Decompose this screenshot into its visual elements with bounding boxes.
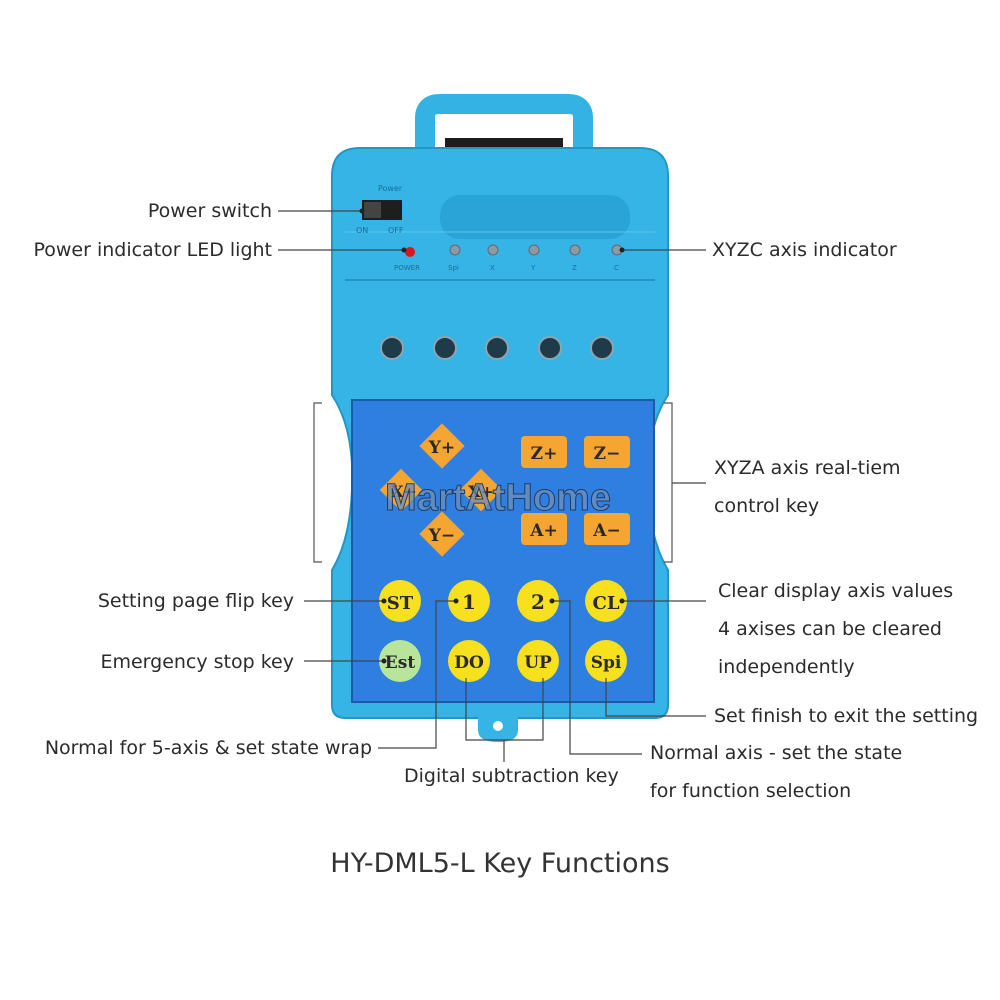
key-x-plus[interactable]: X+: [459, 468, 503, 512]
leader-dot: [401, 247, 407, 253]
screw: [538, 336, 562, 360]
label-power-switch: Power switch: [147, 200, 272, 222]
leader-lines: [278, 210, 706, 762]
key-do[interactable]: DO: [448, 640, 490, 682]
screw-row: [380, 336, 614, 360]
key-cl[interactable]: CL: [585, 580, 627, 622]
leader-dot: [381, 658, 387, 664]
key-a-plus[interactable]: A+: [521, 513, 567, 545]
label-clear-line2: 4 axises can be cleared: [718, 618, 942, 640]
screw: [590, 336, 614, 360]
key-1[interactable]: 1: [448, 580, 490, 622]
label-clear-line3: independently: [718, 656, 855, 678]
label-page-flip: Setting page flip key: [97, 590, 294, 612]
leader-dot: [453, 598, 459, 604]
off-label: OFF: [388, 226, 404, 235]
z-led: [569, 244, 581, 256]
key-1-label: 1: [462, 590, 476, 614]
figure-caption: HY-DML5-L Key Functions: [330, 848, 670, 879]
leader-dots: [359, 208, 625, 664]
screw: [485, 336, 509, 360]
key-do-label: DO: [454, 653, 484, 673]
leader-dot: [381, 598, 387, 604]
key-x-plus-label: X+: [468, 482, 494, 501]
key-st[interactable]: ST: [379, 580, 421, 622]
y-led: [528, 244, 540, 256]
key-y-plus-label: Y+: [428, 438, 455, 458]
key-up-label: UP: [524, 653, 552, 673]
label-axis-indicator: XYZC axis indicator: [712, 239, 897, 261]
key-spi[interactable]: Spi: [585, 640, 627, 682]
spi-led: [449, 244, 461, 256]
key-a-minus-label: A−: [592, 521, 620, 541]
key-x-minus[interactable]: X−: [379, 468, 423, 512]
screw: [380, 336, 404, 360]
leader-dot: [619, 598, 625, 604]
top-recess: [440, 195, 630, 239]
power-switch-label: Power: [378, 184, 403, 193]
label-normal-axis-line1: Normal axis - set the state: [650, 742, 903, 764]
leader-dot: [359, 208, 365, 214]
key-z-plus[interactable]: Z+: [521, 436, 567, 468]
key-z-minus[interactable]: Z−: [584, 436, 630, 468]
key-est[interactable]: Est: [379, 640, 421, 682]
x-led: [487, 244, 499, 256]
key-x-minus-label: X−: [391, 482, 417, 501]
lanyard-loop: [478, 708, 518, 742]
x-led-label: X: [490, 264, 495, 272]
label-digital-sub: Digital subtraction key: [404, 765, 619, 787]
screw: [433, 336, 457, 360]
leader-normal-axis: [552, 600, 642, 755]
key-st-label: ST: [387, 593, 414, 614]
c-led-label: C: [614, 264, 619, 272]
spi-led-label: Spi: [448, 264, 459, 272]
label-realtime-line2: control key: [714, 495, 820, 517]
leader-set-finish: [605, 678, 706, 717]
key-z-plus-label: Z+: [531, 444, 558, 464]
on-label: ON: [356, 226, 368, 235]
key-z-minus-label: Z−: [594, 444, 621, 464]
power-switch[interactable]: [362, 200, 402, 220]
label-realtime-line1: XYZA axis real-tiem: [714, 457, 901, 479]
leader-dot: [619, 247, 625, 253]
power-led-label: POWER: [394, 264, 420, 272]
watermark: MartAtHome: [385, 477, 611, 519]
leader-dot: [549, 598, 555, 604]
leader-normal-5axis: [378, 600, 456, 749]
label-set-finish: Set finish to exit the setting: [714, 705, 979, 727]
key-up[interactable]: UP: [517, 640, 559, 682]
key-2[interactable]: 2: [517, 580, 559, 622]
bracket-left: [313, 402, 322, 563]
label-clear-line1: Clear display axis values: [718, 580, 954, 602]
label-normal-axis-line2: for function selection: [650, 780, 852, 802]
z-led-label: Z: [572, 264, 577, 272]
power-led: [405, 247, 415, 257]
label-power-led: Power indicator LED light: [33, 239, 272, 261]
key-a-plus-label: A+: [529, 521, 557, 541]
key-est-label: Est: [385, 653, 416, 673]
key-y-minus-label: Y−: [428, 526, 455, 546]
key-2-label: 2: [531, 590, 545, 614]
key-spi-label: Spi: [591, 653, 622, 673]
key-cl-label: CL: [593, 593, 620, 614]
y-led-label: Y: [530, 264, 536, 272]
bracket-right: [664, 402, 673, 563]
key-a-minus[interactable]: A−: [584, 513, 630, 545]
label-emergency-stop: Emergency stop key: [100, 651, 294, 673]
label-normal-5axis: Normal for 5-axis & set state wrap: [44, 737, 372, 759]
